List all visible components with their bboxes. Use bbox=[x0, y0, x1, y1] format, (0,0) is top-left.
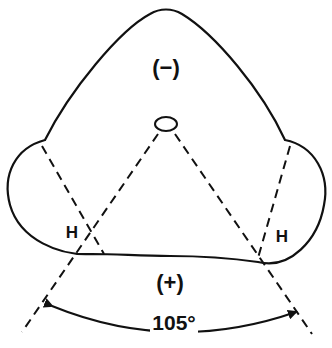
molecule-outline bbox=[8, 10, 326, 264]
hydrogen-label: H bbox=[274, 228, 290, 245]
charge-label: (−) bbox=[150, 57, 182, 79]
hydrogen-label: H bbox=[64, 224, 80, 241]
bond-axis-right bbox=[175, 134, 312, 334]
angle-arc bbox=[52, 306, 296, 332]
oxygen-atom bbox=[155, 117, 177, 131]
angle-label: 105° bbox=[150, 312, 197, 333]
charge-label: (+) bbox=[154, 272, 186, 294]
lobe-boundary-left bbox=[42, 146, 104, 254]
lobe-boundary-right bbox=[258, 146, 290, 258]
bond-axis-left bbox=[22, 134, 158, 332]
